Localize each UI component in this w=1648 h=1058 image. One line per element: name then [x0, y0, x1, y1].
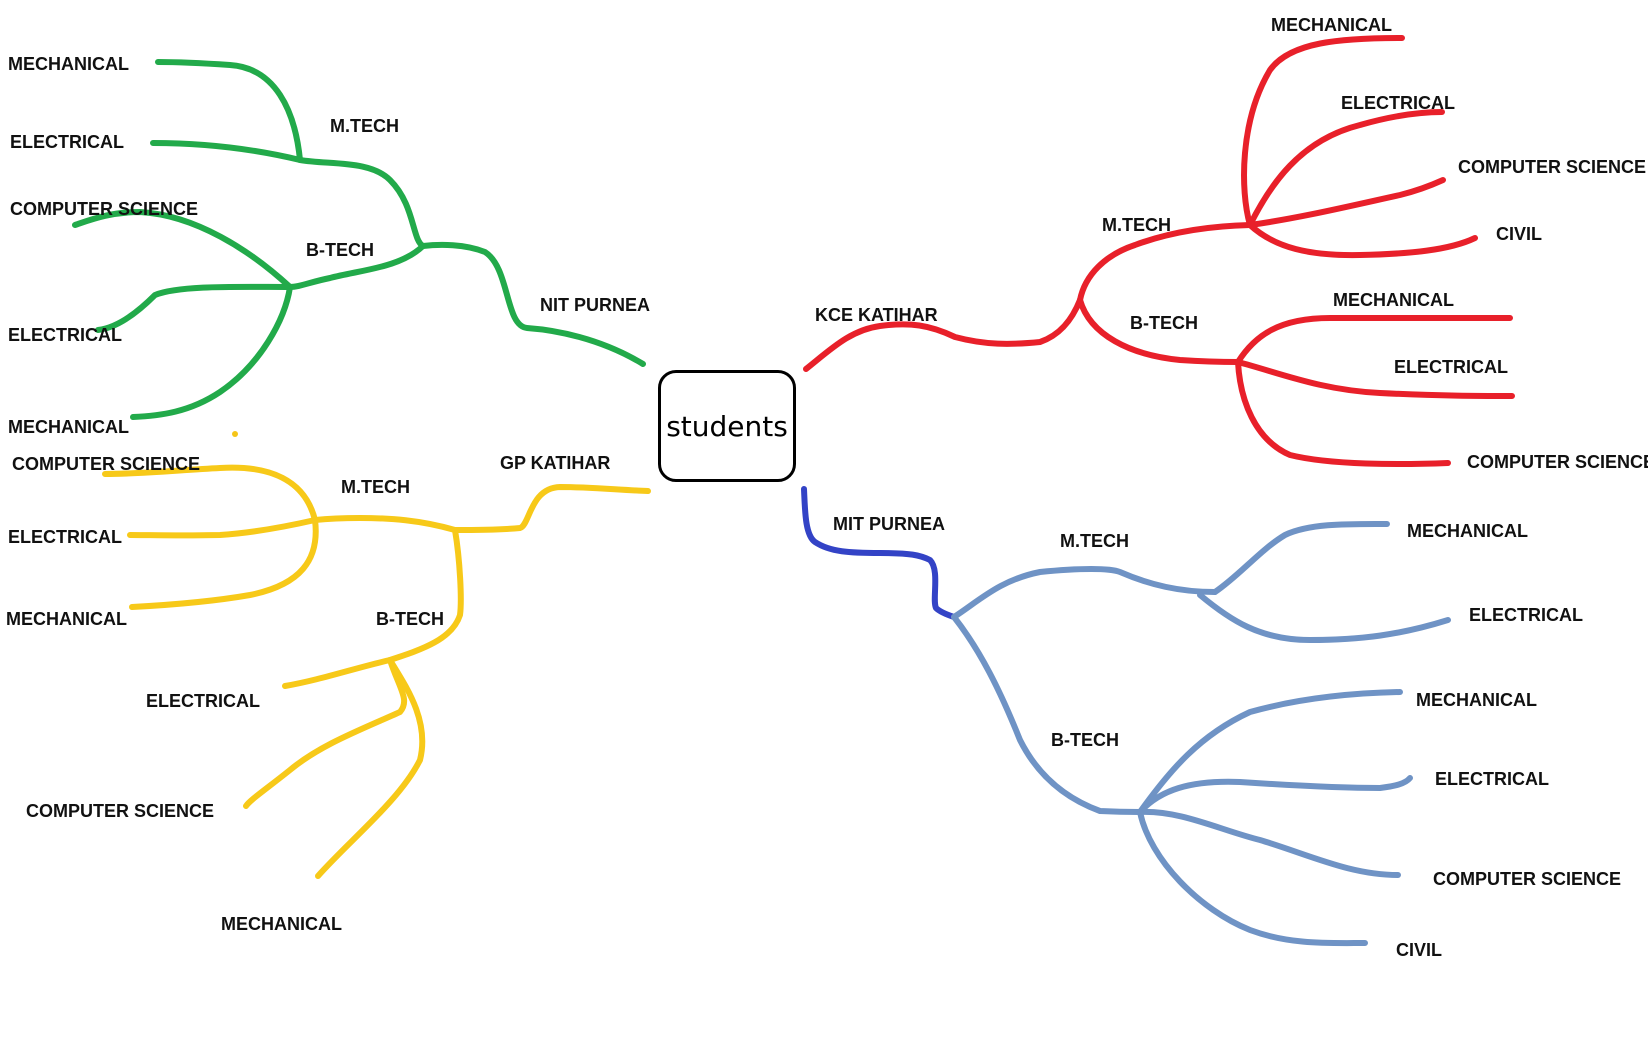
- connector-mit-mtech-mechanical: [1212, 520, 1390, 595]
- branch-label-gp-katihar: GP KATIHAR: [500, 453, 611, 473]
- leaf-label-mit-btech-computer-science: COMPUTER SCIENCE: [1433, 869, 1622, 889]
- leaf-label-kce-btech-mechanical: MECHANICAL: [1333, 290, 1454, 310]
- connector-kce-btech: [1077, 297, 1241, 365]
- connector-gp-mtech-mechanical: [129, 517, 319, 610]
- branch-label-mit-purnea: MIT PURNEA: [833, 514, 945, 534]
- connector-nit-btech: [287, 243, 426, 290]
- leaf-label-nit-btech-computer-science: COMPUTER SCIENCE: [10, 199, 199, 219]
- leaf-label-kce-mtech-electrical: ELECTRICAL: [1341, 93, 1455, 113]
- connector-kce-mtech-mechanical: [1241, 35, 1405, 228]
- connector-gp-mtech-electrical: [127, 517, 318, 539]
- leaf-label-mit-btech-civil: CIVIL: [1396, 940, 1443, 960]
- connector-nit-main: [420, 241, 646, 367]
- connector-kce-btech-electrical: [1235, 359, 1515, 399]
- connector-nit-mtech-mechanical: [155, 59, 303, 163]
- leaf-label-mit-btech-electrical: ELECTRICAL: [1435, 769, 1549, 789]
- subbranch-label-nit-mtech: M.TECH: [330, 116, 399, 136]
- subbranch-label-kce-btech: B-TECH: [1130, 313, 1198, 333]
- leaf-label-gp-mtech-electrical: ELECTRICAL: [8, 527, 122, 547]
- subbranch-label-mit-btech: B-TECH: [1051, 730, 1119, 750]
- connector-gp-main: [452, 484, 651, 533]
- connector-gp-btech-electrical: [282, 657, 393, 689]
- central-node-label: students: [666, 409, 788, 443]
- connector-mit-btech: [951, 614, 1143, 815]
- connector-gp-btech: [387, 527, 464, 663]
- connector-nit-mtech-electrical: [150, 140, 303, 163]
- stray-dot: [232, 431, 238, 437]
- connector-mit-btech-computer-science: [1137, 808, 1401, 878]
- leaf-label-kce-mtech-computer-science: COMPUTER SCIENCE: [1458, 157, 1647, 177]
- leaf-label-gp-mtech-mechanical: MECHANICAL: [6, 609, 127, 629]
- connector-kce-main: [803, 297, 1083, 372]
- leaf-label-kce-btech-electrical: ELECTRICAL: [1394, 357, 1508, 377]
- connector-nit-btech-mechanical: [130, 284, 293, 420]
- subbranch-label-gp-mtech: M.TECH: [341, 477, 410, 497]
- connector-mit-btech-civil: [1137, 809, 1368, 947]
- connector-kce-mtech: [1077, 222, 1253, 303]
- connector-mit-stem: [801, 486, 957, 620]
- leaf-label-gp-btech-computer-science: COMPUTER SCIENCE: [26, 801, 215, 821]
- connector-kce-mtech-electrical: [1247, 109, 1445, 228]
- leaf-label-gp-btech-electrical: ELECTRICAL: [146, 691, 260, 711]
- leaf-label-nit-mtech-electrical: ELECTRICAL: [10, 132, 124, 152]
- leaf-label-nit-btech-electrical: ELECTRICAL: [8, 325, 122, 345]
- connector-mit-mtech: [951, 566, 1218, 620]
- leaf-label-kce-mtech-mechanical: MECHANICAL: [1271, 15, 1392, 35]
- subbranch-label-gp-btech: B-TECH: [376, 609, 444, 629]
- connector-gp-mtech: [312, 515, 458, 533]
- leaf-label-nit-mtech-mechanical: MECHANICAL: [8, 54, 129, 74]
- connector-mit-mtech-electrical: [1197, 592, 1451, 643]
- leaf-label-nit-btech-mechanical: MECHANICAL: [8, 417, 129, 437]
- branch-label-kce-katihar: KCE KATIHAR: [815, 305, 938, 325]
- leaf-label-gp-btech-mechanical: MECHANICAL: [221, 914, 342, 934]
- subbranch-label-nit-btech: B-TECH: [306, 240, 374, 260]
- connector-kce-mtech-civil: [1247, 222, 1478, 259]
- connector-nit-btech-electrical: [95, 283, 293, 333]
- subbranch-label-kce-mtech: M.TECH: [1102, 215, 1171, 235]
- connector-kce-btech-computer-science: [1235, 359, 1451, 468]
- connector-nit-mtech: [297, 157, 426, 249]
- branch-label-nit-purnea: NIT PURNEA: [540, 295, 651, 315]
- connector-gp-btech-computer-science: [243, 657, 408, 809]
- connector-kce-btech-mechanical: [1235, 314, 1513, 365]
- leaf-label-kce-mtech-civil: CIVIL: [1496, 224, 1543, 244]
- connector-gp-mtech-computer-science: [102, 464, 318, 523]
- central-node: students: [658, 370, 796, 482]
- leaf-label-mit-btech-mechanical: MECHANICAL: [1416, 690, 1537, 710]
- leaf-label-gp-mtech-computer-science: COMPUTER SCIENCE: [12, 454, 201, 474]
- leaf-label-kce-btech-computer-science: COMPUTER SCIENCE: [1467, 452, 1648, 472]
- connector-nit-btech-computer-science: [72, 209, 293, 290]
- connector-gp-btech-mechanical: [315, 657, 426, 879]
- subbranch-label-mit-mtech: M.TECH: [1060, 531, 1129, 551]
- connector-mit-btech-electrical: [1137, 775, 1413, 815]
- leaf-label-mit-mtech-electrical: ELECTRICAL: [1469, 605, 1583, 625]
- leaf-label-mit-mtech-mechanical: MECHANICAL: [1407, 521, 1528, 541]
- connector-mit-btech-mechanical: [1137, 689, 1403, 815]
- connector-kce-mtech-computer-science: [1247, 177, 1446, 228]
